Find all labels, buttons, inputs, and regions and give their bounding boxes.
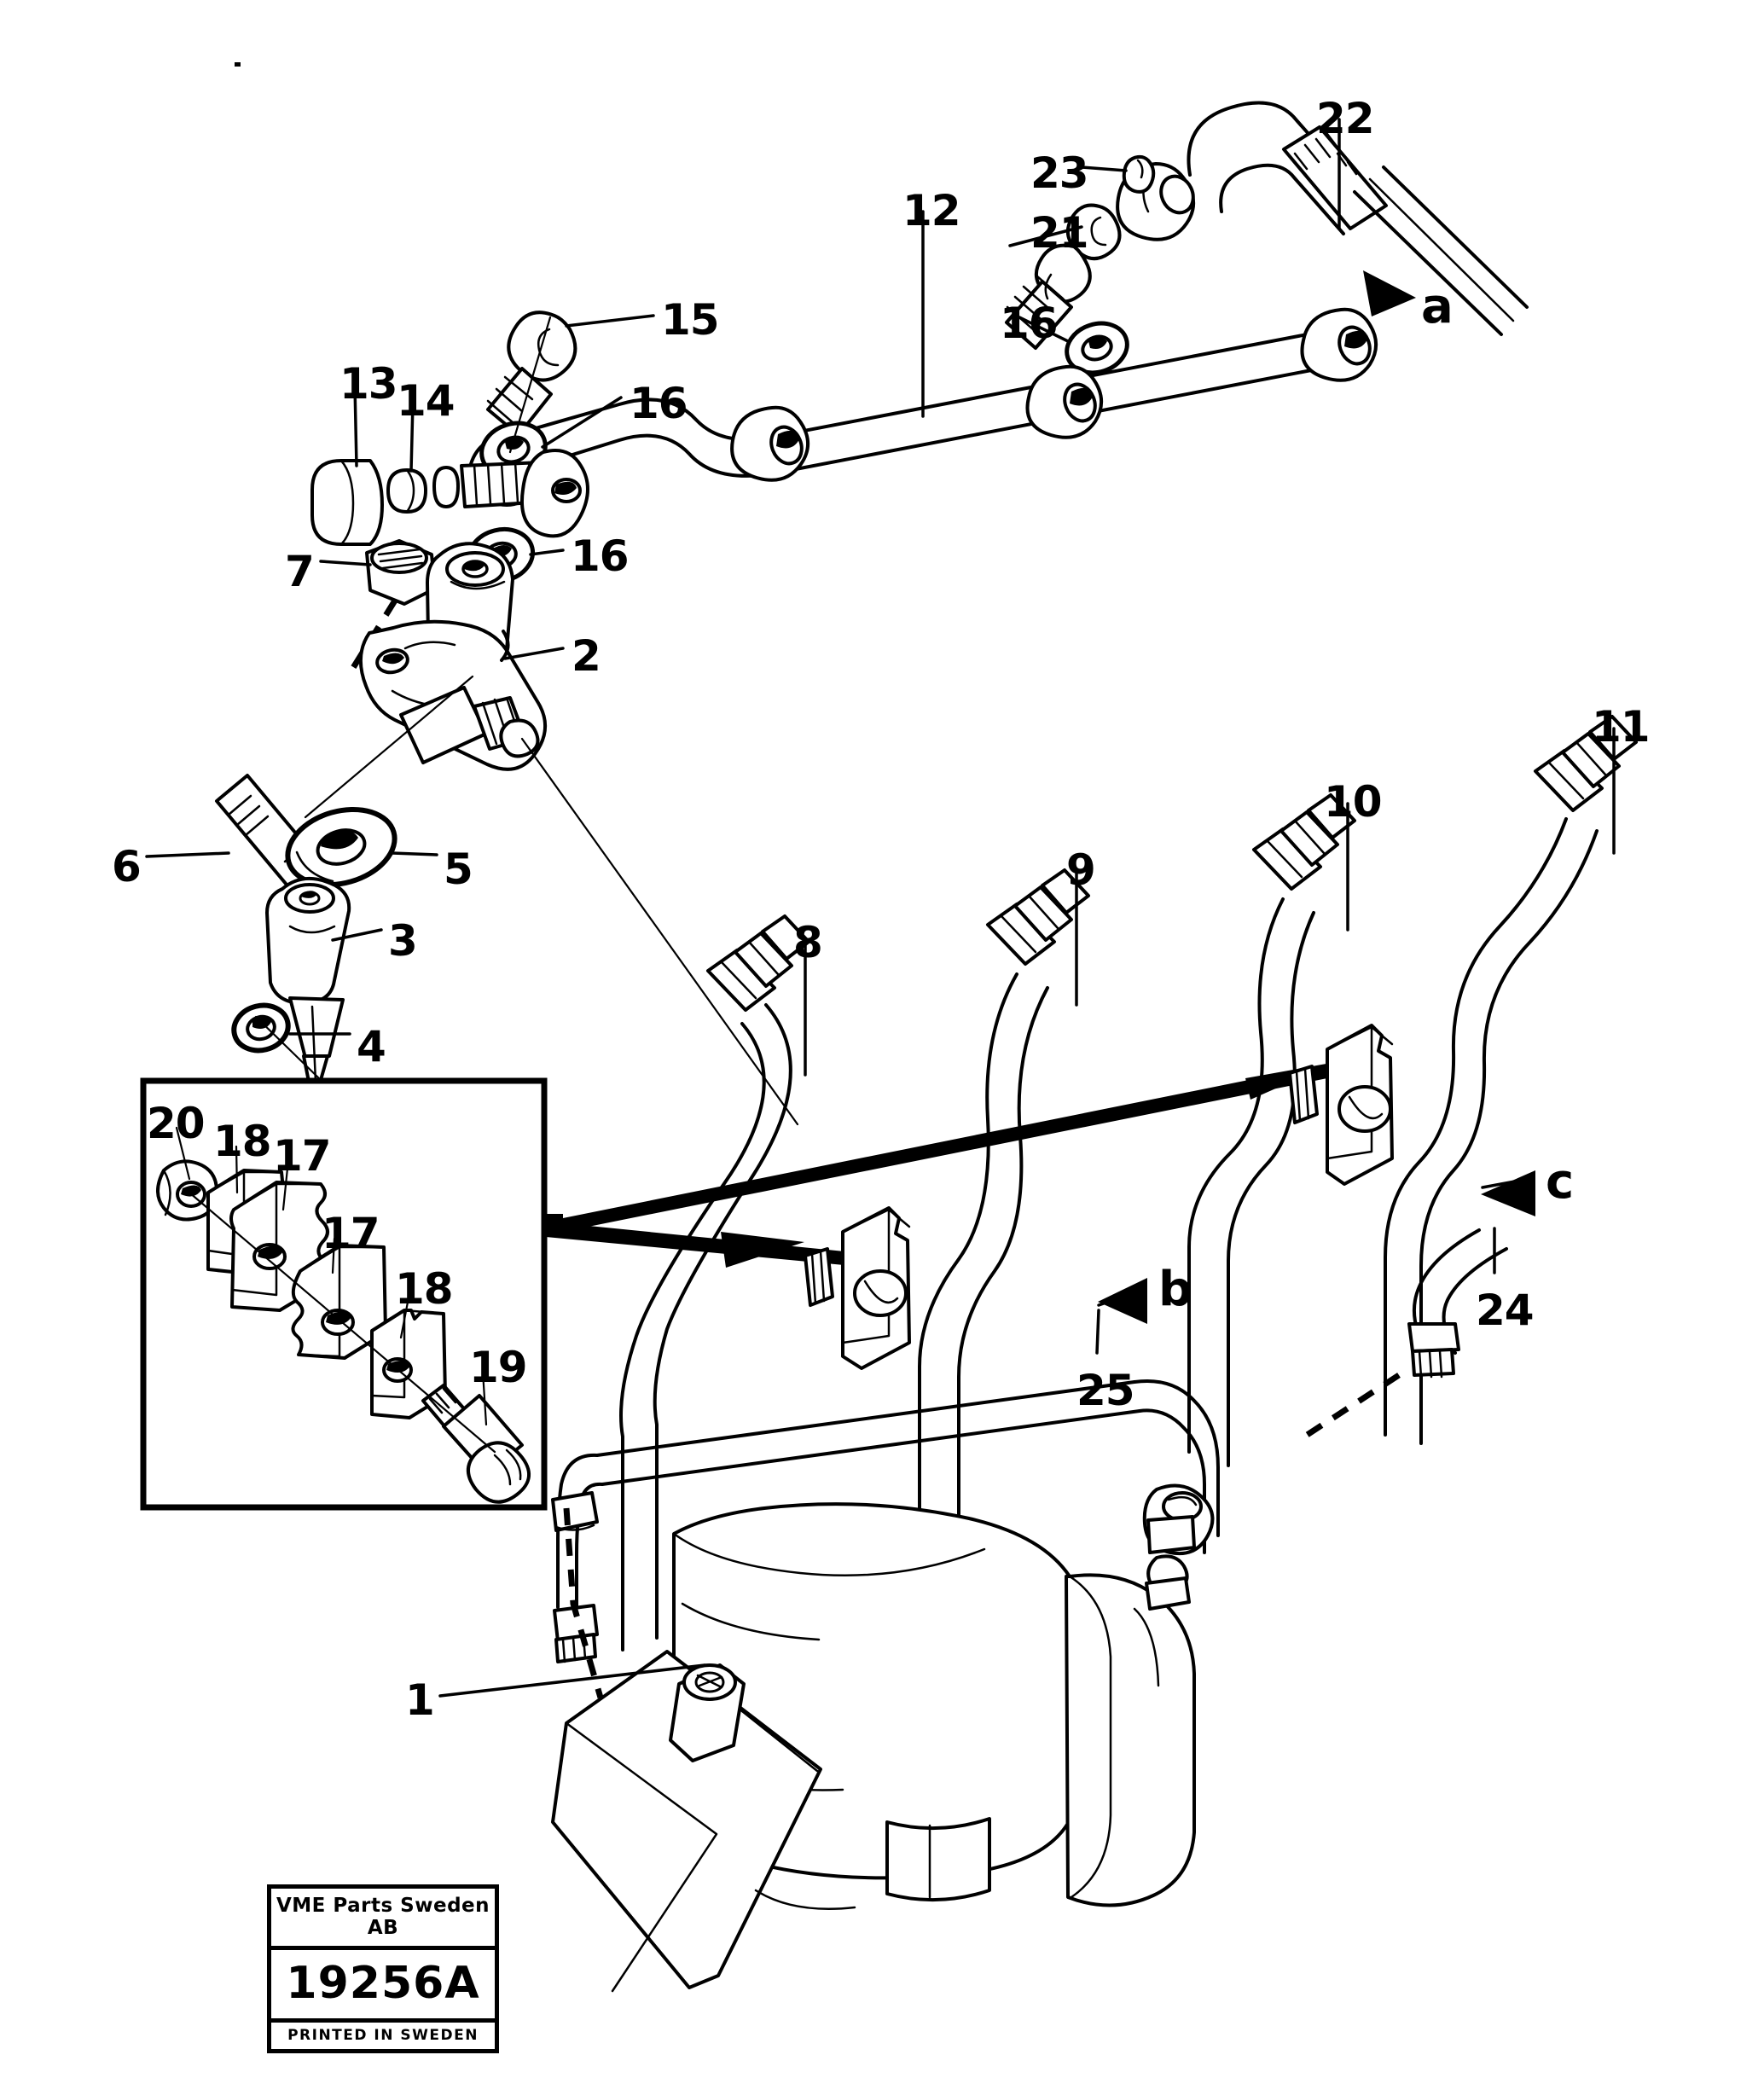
part-14-ball xyxy=(386,468,427,514)
callout-10: 10 xyxy=(1324,777,1383,827)
callout-4: 4 xyxy=(357,1022,386,1071)
part-8-union-nut xyxy=(706,914,810,1012)
part-13-cap xyxy=(310,459,384,546)
callout-2: 2 xyxy=(572,631,601,681)
inset-detail-box xyxy=(140,1077,563,1511)
part-11-union-nut xyxy=(1534,715,1638,812)
callout-8: 8 xyxy=(793,918,823,967)
part-9-injection-pipe xyxy=(918,868,1090,1575)
part-16-washer-upper-right xyxy=(1065,321,1129,375)
callout-23: 23 xyxy=(1030,148,1089,198)
ref-arrow-a xyxy=(1363,270,1416,316)
callout-5: 5 xyxy=(444,845,473,894)
callout-17-a: 17 xyxy=(273,1131,332,1181)
callout-13: 13 xyxy=(339,359,398,409)
part-25-pipe xyxy=(556,1379,1220,1616)
part-10-union-nut xyxy=(1252,793,1356,891)
reference-mark-c: c xyxy=(1546,1154,1574,1210)
callout-6: 6 xyxy=(112,842,142,891)
ref-arrow-b xyxy=(1098,1278,1147,1324)
part-22-hose xyxy=(1116,101,1529,336)
part-10-injection-pipe xyxy=(1187,793,1356,1467)
part-3-nozzle xyxy=(265,876,351,1083)
callout-14: 14 xyxy=(397,376,456,426)
callout-19: 19 xyxy=(469,1343,528,1392)
part-24-pipe xyxy=(1295,1228,1508,1444)
title-block: VME Parts Sweden AB 19256A PRINTED IN SW… xyxy=(267,1884,499,2053)
callout-3: 3 xyxy=(388,916,418,966)
part-24-connector xyxy=(1407,1322,1460,1379)
ref-arrow-c xyxy=(1481,1170,1535,1216)
callout-22: 22 xyxy=(1316,94,1375,143)
part-15-banjo-bolt xyxy=(486,311,577,437)
callout-20: 20 xyxy=(147,1099,206,1148)
housing-left-fitting xyxy=(551,1491,599,1532)
title-block-company: VME Parts Sweden AB xyxy=(271,1889,495,1950)
callout-17-b: 17 xyxy=(322,1209,380,1258)
callout-11: 11 xyxy=(1592,702,1651,752)
callout-1: 1 xyxy=(405,1675,435,1725)
reference-mark-a: a xyxy=(1421,279,1454,334)
drawing-number: 19256A xyxy=(271,1950,495,2023)
callout-16-a: 16 xyxy=(630,379,688,428)
callout-15: 15 xyxy=(661,295,720,345)
callout-9: 9 xyxy=(1066,845,1096,895)
callout-18-a: 18 xyxy=(213,1117,272,1166)
part-23-plug xyxy=(1122,154,1156,194)
part-4-seal-washer xyxy=(231,1002,322,1082)
callout-7: 7 xyxy=(285,547,315,596)
spring-nipple xyxy=(432,449,589,538)
part-11-injection-pipe xyxy=(1384,715,1638,1445)
part-21-banjo-bolt xyxy=(1005,203,1122,350)
housing-right-connector xyxy=(1142,1483,1215,1555)
leader-lines xyxy=(145,118,1616,1698)
printed-in-label: PRINTED IN SWEDEN xyxy=(287,2027,479,2044)
clamp-assembly-upper-right xyxy=(1288,1024,1394,1186)
part-5-sealing-washer xyxy=(285,806,397,888)
part-2-injector-holder xyxy=(358,542,799,1126)
callout-21: 21 xyxy=(1030,208,1089,258)
reference-arrowheads xyxy=(1097,270,1535,1324)
part-8-injection-pipe xyxy=(619,914,810,1652)
callout-16-c: 16 xyxy=(1000,299,1059,348)
callout-18-b: 18 xyxy=(395,1264,454,1314)
housing-fitting xyxy=(1145,1554,1191,1611)
inset-part-17-block-right xyxy=(291,1244,387,1360)
callout-24: 24 xyxy=(1476,1286,1535,1335)
part-1-housing xyxy=(551,1483,1215,1993)
callout-12: 12 xyxy=(902,186,961,235)
clamp-assembly-lower xyxy=(804,1206,911,1370)
callout-25: 25 xyxy=(1076,1366,1135,1415)
callout-16-b: 16 xyxy=(571,531,630,581)
reference-mark-b: b xyxy=(1158,1262,1192,1317)
